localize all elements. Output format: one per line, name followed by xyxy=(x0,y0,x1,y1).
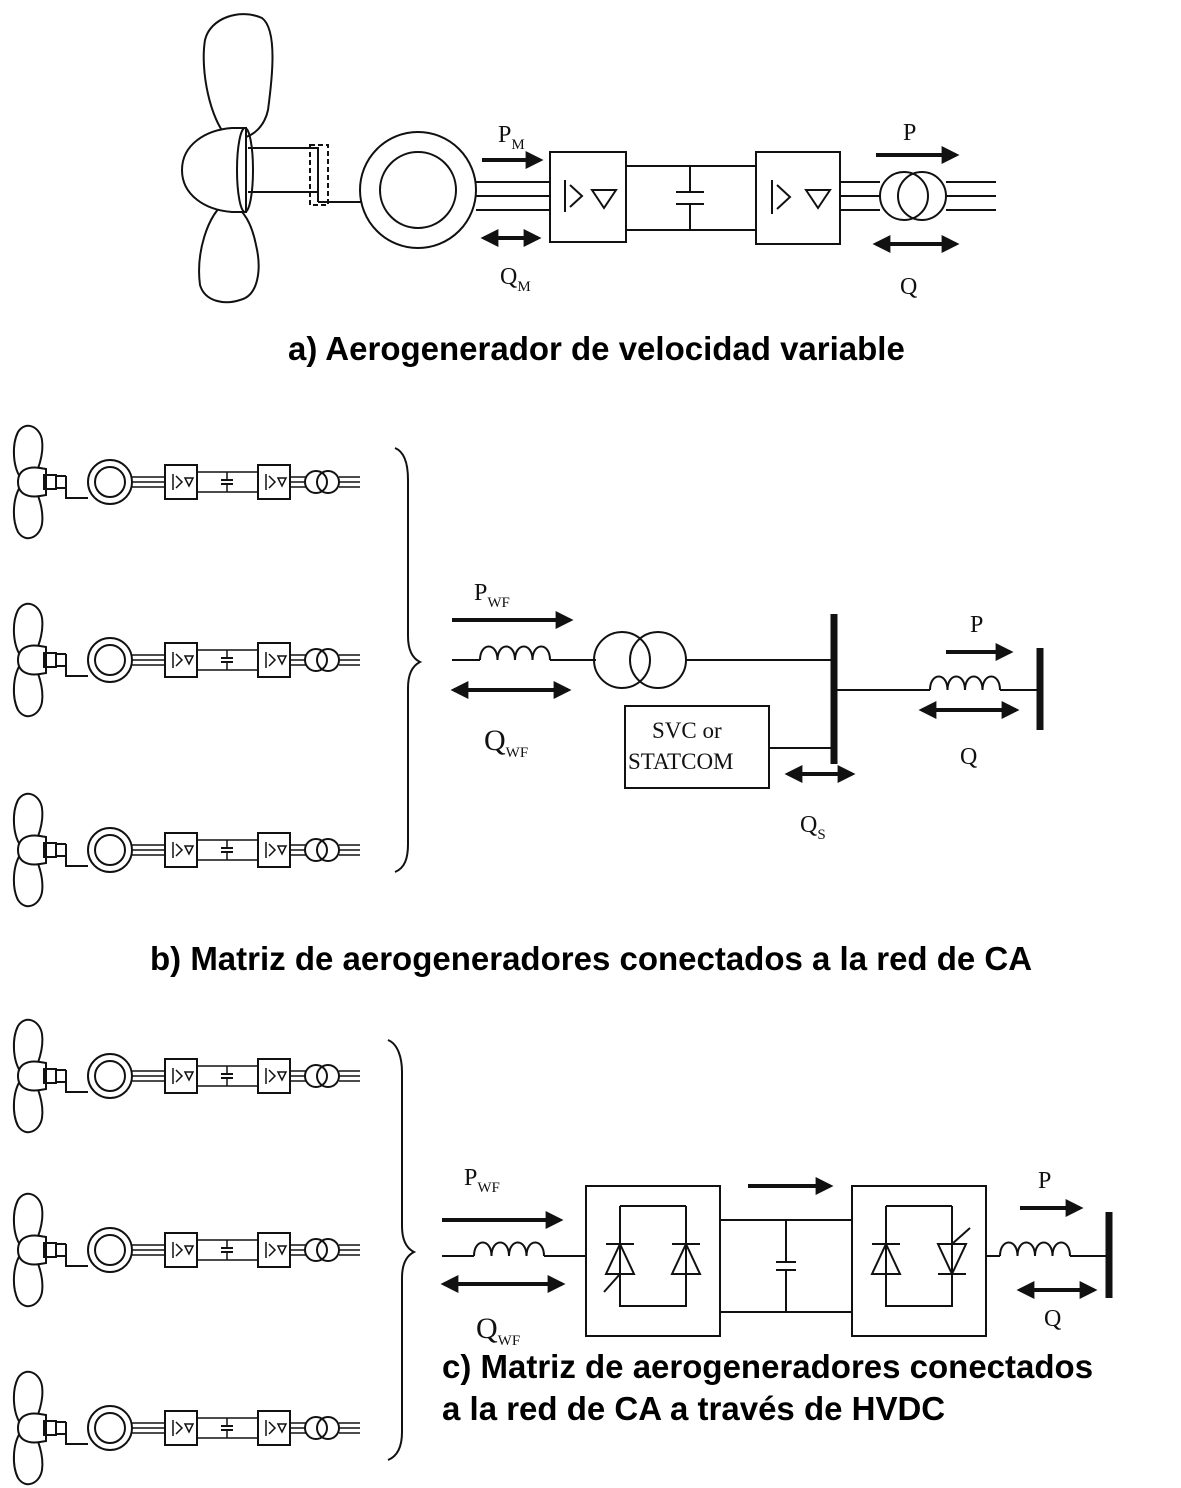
hvdc-rectifier-station xyxy=(585,1185,721,1337)
turbine-rotor-a xyxy=(180,13,319,304)
svc-statcom-box: SVC or STATCOM xyxy=(624,705,770,789)
svg-text:SVC or: SVC or xyxy=(652,718,722,743)
turbine-unit xyxy=(12,1192,362,1308)
label-qwf-b: QWF xyxy=(484,724,528,761)
caption-b: b) Matriz de aerogeneradores conectados … xyxy=(150,940,1032,977)
dc-link-capacitor-a xyxy=(626,165,756,231)
label-p-c: P xyxy=(1038,1168,1051,1194)
label-q-c: Q xyxy=(1044,1306,1061,1332)
caption-c-line2: a la red de CA a través de HVDC xyxy=(442,1390,945,1427)
converter-inverter-a xyxy=(755,151,841,245)
gearbox-coupling-a xyxy=(309,144,362,206)
hvdc-inverter-station xyxy=(851,1185,987,1337)
label-qwf-c: QWF xyxy=(476,1312,520,1349)
turbine-unit xyxy=(12,602,362,718)
label-qm: QM xyxy=(500,264,531,295)
transformer-a xyxy=(879,171,947,221)
svg-text:STATCOM: STATCOM xyxy=(628,749,734,774)
label-qs: QS xyxy=(800,812,826,843)
label-pwf-c: PWF xyxy=(464,1165,500,1196)
panel-c-hvdc-array: PWF QWF P xyxy=(12,1018,1113,1486)
converter-rectifier-a xyxy=(549,151,627,243)
panel-b-ac-array: PWF QWF SVC or STATCOM QS P Q b) Matriz … xyxy=(12,424,1044,977)
hvdc-dc-link xyxy=(720,1219,852,1313)
label-p-a: P xyxy=(903,120,916,146)
generator-a xyxy=(359,131,477,249)
array-brace-b xyxy=(394,447,423,873)
turbine-unit xyxy=(12,792,362,908)
transformer-b xyxy=(593,631,687,689)
array-brace-c xyxy=(387,1039,417,1461)
turbine-unit xyxy=(12,424,362,540)
caption-c-line1: c) Matriz de aerogeneradores conectados xyxy=(442,1348,1093,1385)
label-q-a: Q xyxy=(900,274,917,300)
label-q-b: Q xyxy=(960,744,977,770)
turbine-unit xyxy=(12,1370,362,1486)
label-p-b: P xyxy=(970,612,983,638)
label-pwf-b: PWF xyxy=(474,580,510,611)
caption-a: a) Aerogenerador de velocidad variable xyxy=(288,330,905,367)
panel-a-variable-speed-turbine: PM QM P Q a) Aerogenerador de velocidad … xyxy=(180,13,996,367)
label-pm: PM xyxy=(498,122,525,153)
turbine-unit xyxy=(12,1018,362,1134)
